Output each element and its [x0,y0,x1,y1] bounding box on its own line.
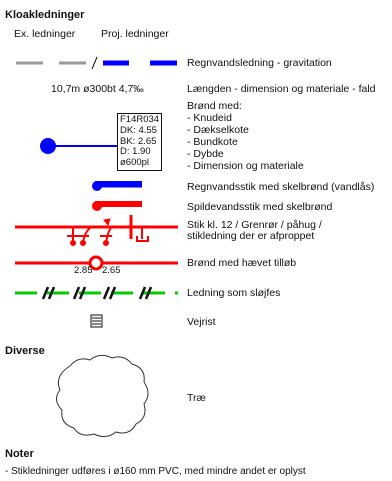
well-info-box: F14R034 DK: 4.55 BK: 2.65 D: 1.90 ø600pl [117,113,163,171]
legend-tree-label: Træ [187,392,206,404]
legend-well-label: Brønd med: - Knudeid - Dækselkote - Bund… [187,100,304,172]
tree-outline-icon [56,354,149,438]
section-title-noter: Noter [5,448,34,460]
raised-inlet-left-level: 2.85 [74,265,93,276]
road-grate-icon [90,314,103,328]
legend-waste-connection-label: Spildevandsstik med skelbrønd [187,201,333,213]
legend-length-label: Længden - dimension og materiale - fald [187,83,376,95]
branches-symbol [15,215,178,246]
legend-raised-inlet-label: Brønd med hævet tilløb [187,257,297,269]
gravity-line-symbol [16,56,177,70]
column-header-existing: Ex. ledninger [14,28,76,40]
raised-inlet-right-level: 2.65 [102,265,121,276]
legend-road-grate-label: Vejrist [187,316,216,328]
legend-rain-connection-label: Regnvandsstik med skelbrønd (vandlås) [187,181,375,193]
length-sample-label: 10,7m ø300bt 4,7‰ [51,83,144,95]
section-title-diverse: Diverse [5,345,45,357]
raised-inlet-symbol [15,255,178,271]
removed-line-symbol [15,286,178,300]
note-line-1: - Stikledninger udføres i ø160 mm PVC, m… [5,466,306,477]
legend-gravity-label: Regnvandsledning - gravitation [187,57,332,69]
legend-branches-label: Stik kl. 12 / Grenrør / påhug / stikledn… [187,219,322,242]
legend-removed-label: Ledning som sløjfes [187,287,281,299]
waste-connection-symbol [92,201,142,211]
rain-connection-symbol [92,181,142,191]
column-header-projected: Proj. ledninger [101,28,169,40]
section-title-kloak: Kloakledninger [5,9,85,21]
well-symbol [40,138,119,154]
